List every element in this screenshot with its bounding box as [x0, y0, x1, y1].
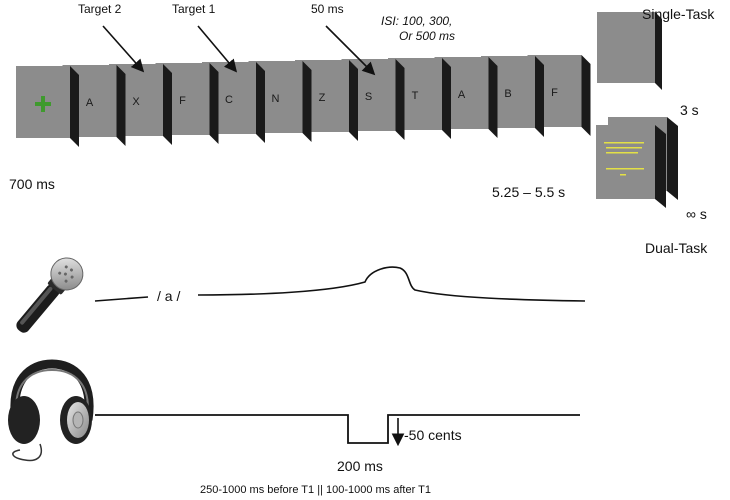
frame-edge — [349, 60, 358, 141]
letter-duration-arrow — [325, 25, 376, 76]
vocal-line-left — [94, 296, 149, 302]
frame-edge — [488, 57, 498, 138]
pitch-shift-label: -50 cents — [404, 427, 462, 443]
dual-task-label: Dual-Task — [645, 240, 708, 256]
stream-letter: S — [365, 91, 372, 103]
stream-letter: C — [225, 94, 233, 106]
stream-letter: B — [504, 88, 511, 100]
letter-duration-label: 50 ms — [311, 2, 344, 16]
dual-task-prompt-text — [604, 142, 644, 176]
isi-line-2: Or 500 ms — [399, 29, 456, 43]
target2-label: Target 2 — [78, 2, 122, 16]
microphone-icon — [16, 257, 84, 333]
vocal-pitch-trace — [197, 266, 586, 302]
stream-letter: X — [132, 96, 140, 108]
fixation-duration-label: 700 ms — [9, 176, 55, 192]
auditory-pitch-trace — [95, 414, 580, 444]
frame-edge — [395, 59, 405, 140]
perturbation-timing-label: 250-1000 ms before T1 || 100-1000 ms aft… — [200, 484, 431, 496]
single-task-label: Single-Task — [642, 6, 715, 22]
isi-label: ISI: 100, 300, Or 500 ms — [381, 14, 455, 44]
frame-edge — [535, 56, 544, 137]
frame-edge — [209, 63, 219, 144]
single-task-duration: 3 s — [680, 102, 699, 118]
stream-letter: F — [179, 95, 186, 107]
frame-edge — [256, 62, 265, 143]
target1-label: Target 1 — [172, 2, 216, 16]
frame-edge — [70, 66, 79, 147]
shift-duration-label: 200 ms — [337, 458, 383, 474]
stream-letter: Z — [319, 92, 326, 104]
frame-edge — [581, 55, 591, 136]
stream-letter: A — [458, 89, 466, 101]
isi-line-1: ISI: 100, 300, — [381, 14, 453, 28]
stream-letter: T — [412, 90, 419, 102]
stream-letter: F — [551, 87, 558, 99]
target1-arrow — [197, 25, 238, 73]
letter-frame: B — [481, 56, 544, 137]
stream-letter: N — [272, 93, 280, 105]
fixation-frame — [16, 66, 79, 147]
frame-edge — [163, 64, 172, 145]
target2-arrow — [102, 25, 145, 73]
frame-edge — [442, 58, 451, 139]
single-task-frame — [597, 12, 662, 90]
fixation-cross — [35, 96, 51, 112]
syllable-label: / a / — [157, 288, 181, 304]
end-window-label: 5.25 – 5.5 s — [492, 184, 566, 200]
headphones-icon — [8, 359, 94, 462]
dual-task-duration: ∞ s — [686, 206, 707, 222]
frame-edge — [116, 65, 126, 146]
dual-task-frames — [596, 117, 678, 208]
stream-letter: A — [86, 97, 94, 109]
frame-edge — [302, 61, 312, 142]
